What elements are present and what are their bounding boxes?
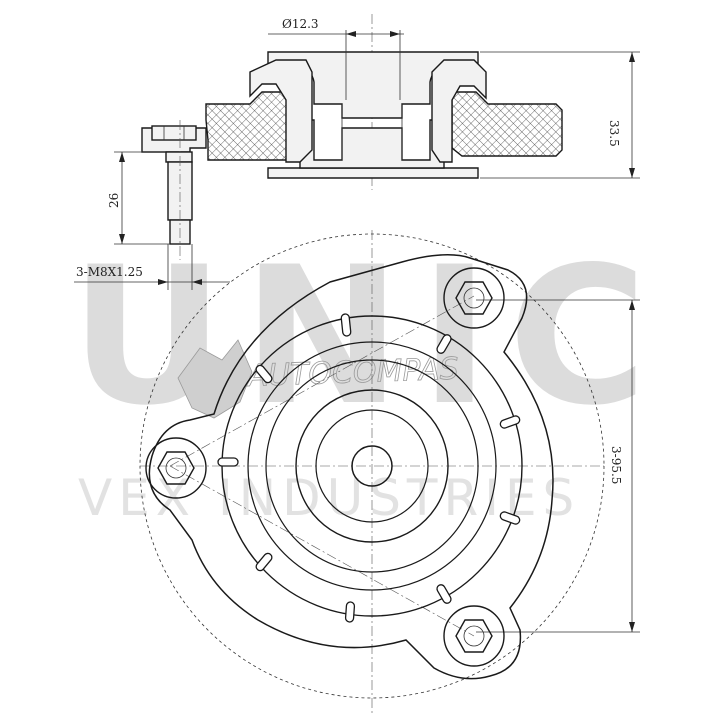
bolt-circle-label: 3-95.5 (609, 446, 623, 484)
watermark-logo-text: AUTOCOMPAS (245, 352, 459, 394)
thread-label: 3-M8X1.25 (76, 265, 143, 279)
slot-ring (217, 313, 521, 623)
bolt-top (443, 267, 505, 329)
logo-mark-icon (177, 339, 253, 419)
section-view (141, 14, 563, 260)
bolt-bottom (443, 605, 505, 667)
watermark-brand: UNIC (70, 226, 665, 447)
bore-diameter-label: Ø12.3 (282, 17, 319, 31)
dimension-annotations: Ø12.3 33.5 26 3-M8X1.25 3-95.5 (74, 17, 640, 633)
plan-view (139, 230, 605, 714)
bolt-left (145, 437, 207, 499)
height-label: 33.5 (607, 120, 621, 147)
stud-length-label: 26 (107, 193, 121, 208)
